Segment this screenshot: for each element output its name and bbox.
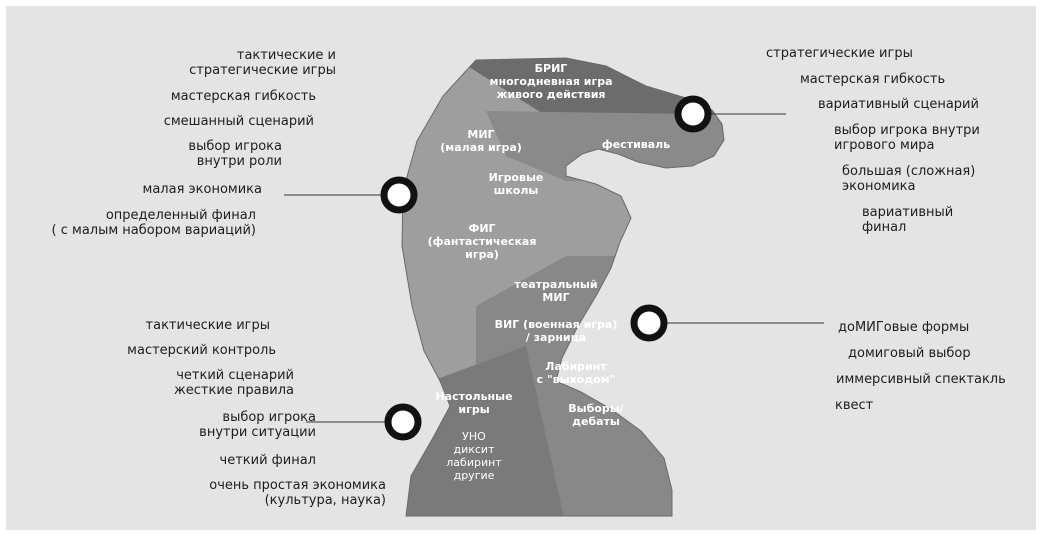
left-top-item-5: малая экономика: [142, 182, 262, 197]
vig-label: ВИГ (военная игра) / зарница: [494, 318, 618, 344]
right-bottom-item-4: квест: [835, 398, 874, 413]
theatre-mig-label: театральный МИГ: [514, 278, 598, 304]
right-top-item-3: вариативный сценарий: [818, 97, 979, 112]
left-top-item-3: смешанный сценарий: [163, 114, 314, 129]
left-bottom-item-4: выбор игрока внутри ситуации: [199, 410, 316, 440]
left-top-item-1: тактические и стратегические игры: [189, 48, 336, 78]
board-games-list: УНО диксит лабиринт другие: [446, 430, 502, 482]
board-games-label: Настольные игры: [435, 390, 513, 416]
right-top-item-4: выбор игрока внутри игрового мира: [834, 123, 980, 153]
left-top-item-6: определенный финал ( с малым набором вар…: [51, 208, 256, 238]
marker-right-bottom: [630, 304, 668, 342]
elections-label: Выборы/ дебаты: [568, 402, 624, 428]
right-bottom-item-3: иммерсивный спектакль: [836, 372, 1006, 387]
labyrinth-exit-label: Лабиринт с "выходом": [536, 360, 616, 386]
right-top-item-6: вариативный финал: [862, 205, 954, 235]
festival-region: [486, 111, 724, 181]
marker-right-top: [674, 95, 712, 133]
marker-left-bottom: [384, 403, 422, 441]
left-bottom-item-1: тактические игры: [145, 318, 270, 333]
fig-label: ФИГ (фантастическая игра): [427, 222, 537, 261]
mig-label: МИГ (малая игра): [440, 128, 522, 154]
right-bottom-item-1: доМИГовые формы: [838, 320, 970, 335]
festival-label: фестиваль: [601, 138, 671, 151]
left-bottom-item-5: четкий финал: [219, 453, 316, 468]
left-bottom-item-3: четкий сценарий жесткие правила: [174, 368, 294, 398]
right-top-item-5: большая (сложная) экономика: [842, 164, 976, 194]
left-top-item-2: мастерская гибкость: [170, 89, 316, 104]
right-bottom-item-2: домиговый выбор: [848, 346, 971, 361]
schools-label: Игровые школы: [488, 171, 544, 197]
diagram-panel: тактические и стратегические игры мастер…: [6, 6, 1036, 530]
left-bottom-item-2: мастерский контроль: [127, 343, 276, 358]
left-bottom-item-6: очень простая экономика (культура, наука…: [209, 478, 386, 508]
brig-label: БРИГ многодневная игра живого действия: [489, 62, 613, 101]
right-top-item-2: мастерская гибкость: [800, 72, 946, 87]
knight-diagram: [284, 57, 824, 517]
left-top-item-4: выбор игрока внутри роли: [188, 139, 282, 169]
right-top-item-1: стратегические игры: [766, 46, 913, 61]
marker-left-top: [380, 176, 418, 214]
